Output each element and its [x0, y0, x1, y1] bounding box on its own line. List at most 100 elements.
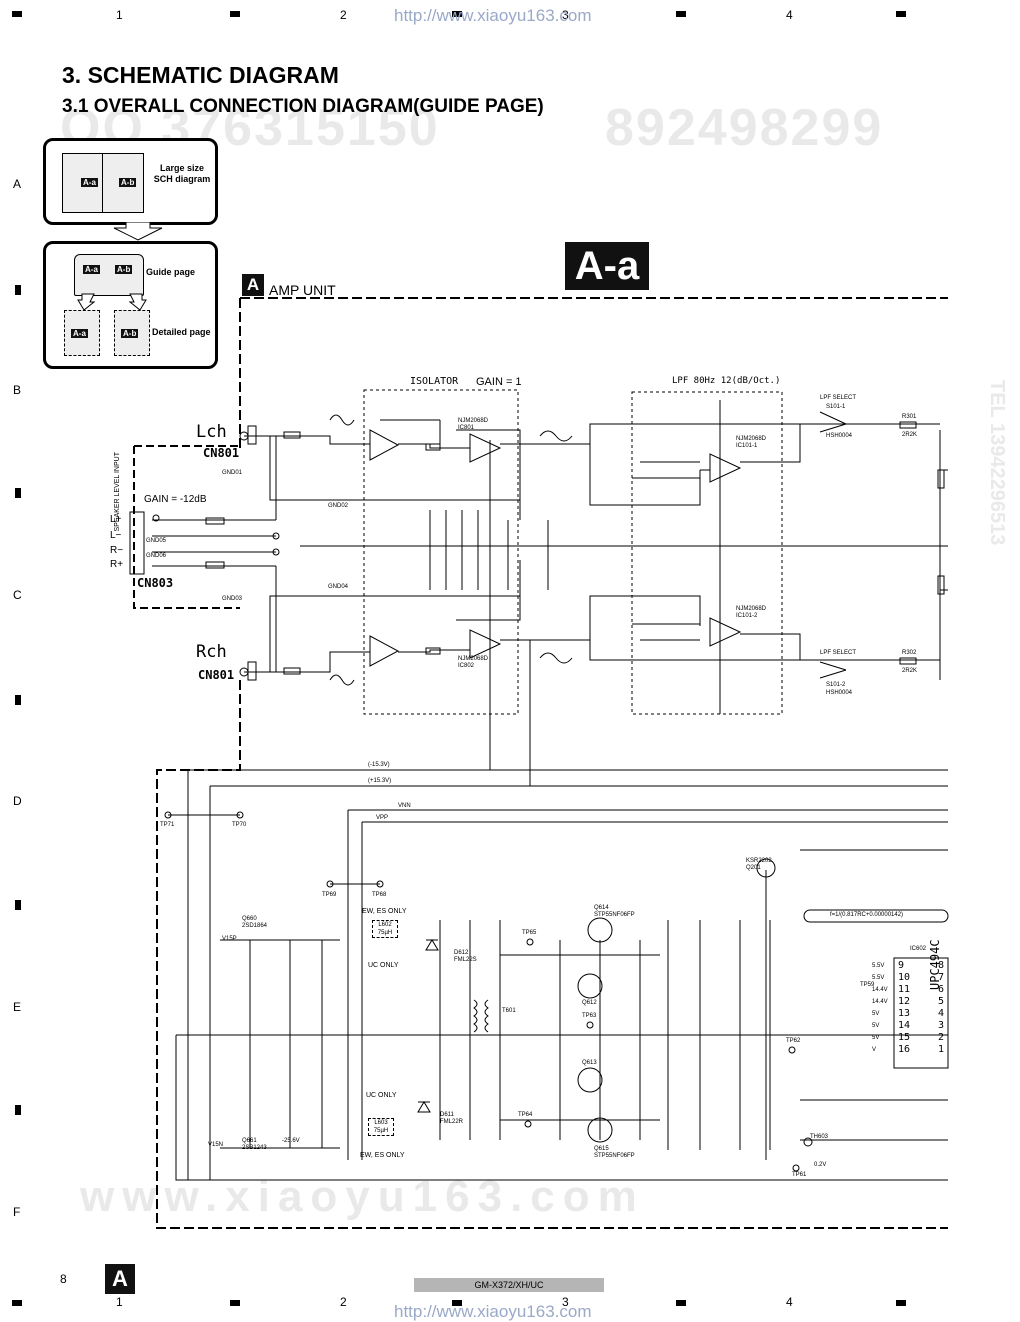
r301-label: R301 — [902, 414, 917, 420]
op-amp-ic802 — [469, 629, 502, 659]
lpf-r-resistors — [632, 623, 700, 641]
lpf-block — [631, 391, 783, 715]
rail-drops — [489, 440, 531, 786]
tp68-circle — [376, 880, 384, 888]
s101-1-label: S101-1 — [826, 404, 846, 410]
resistor-r805 — [425, 443, 441, 451]
v-25-6-label: -25.6V — [282, 1138, 300, 1144]
tp59-label: TP59 — [860, 982, 875, 988]
fold-line — [102, 154, 103, 212]
row-letter-e: E — [13, 1000, 22, 1014]
frame-marker — [12, 1300, 22, 1306]
lch-ground-line — [269, 436, 520, 501]
vnn-label: VNN — [398, 803, 411, 809]
frame-marker — [896, 1300, 906, 1306]
resistor-r832 — [205, 561, 225, 569]
th603-label: TH603 — [810, 1134, 829, 1140]
decoupling-caps — [429, 510, 549, 590]
op-amp-sra03 — [369, 635, 400, 667]
tp5-circle — [152, 514, 160, 522]
th-line — [800, 1099, 948, 1141]
lpf-r-input — [589, 595, 701, 660]
frame-marker — [452, 1300, 462, 1306]
cn801-l-body — [247, 425, 257, 445]
frame-marker — [676, 11, 686, 17]
gnd05-label: GND05 — [146, 538, 167, 544]
q660-label: Q660 2SD1864 — [242, 916, 268, 929]
ic602-label: IC602 — [910, 946, 927, 952]
page-a-icon: A-a — [64, 310, 100, 356]
supply-outline — [175, 1034, 948, 1181]
op-amp-sla04 — [369, 429, 400, 461]
frame-marker — [15, 488, 21, 498]
model-number: GM-X372/XH/UC — [414, 1278, 604, 1292]
column-number-4: 4 — [786, 1295, 793, 1309]
hsh-l-label: HSH0004 — [826, 433, 853, 439]
rch-ground-line — [269, 595, 520, 672]
pin-r-minus: R− — [110, 545, 124, 556]
pin-r-plus: R+ — [110, 559, 124, 570]
waveform-symbol — [329, 414, 355, 426]
tp61-circle — [792, 1164, 800, 1172]
frame-marker — [12, 11, 22, 17]
pin-number: 13 — [898, 1008, 911, 1019]
section-letter-badge: A — [242, 274, 264, 296]
pin-number: 10 — [898, 972, 911, 983]
lpf-label: LPF 80Hz 12(dB/Oct.) — [672, 376, 781, 386]
op-amp-ic101-2 — [709, 617, 742, 647]
ksr-label: KSR2202 Q201 — [746, 858, 772, 871]
pin-number: 6 — [938, 984, 945, 995]
tag-a-a: A-a — [81, 178, 98, 187]
resistor-r302 — [899, 657, 917, 665]
gnd01-label: GND01 — [222, 470, 243, 476]
pin-number: 3 — [938, 1020, 945, 1031]
waveform-symbol — [539, 652, 573, 664]
v15p-label: V15P — [222, 936, 237, 942]
freq-formula-box — [803, 909, 949, 923]
footer-section-letter: A — [105, 1264, 135, 1294]
pin-number: 14 — [898, 1020, 911, 1031]
pin-number: 12 — [898, 996, 911, 1007]
waveform-symbol — [329, 674, 355, 686]
ic101-1-label: NJM2068D IC101-1 — [736, 436, 767, 449]
frame-marker — [15, 1105, 21, 1115]
vpp-label: VPP — [376, 815, 389, 821]
frame-marker — [15, 285, 21, 295]
tag-a-b: A-b — [121, 329, 139, 338]
tp63-label: TP63 — [582, 1013, 597, 1019]
pin-voltage: V — [872, 1047, 877, 1053]
unit-border-bottom — [156, 680, 948, 1229]
page-number: 8 — [60, 1272, 67, 1286]
top-frame-bar: 1 2 3 4 http://www.xiaoyu163.com — [0, 0, 1020, 30]
cn801-r-label: CN801 — [198, 668, 235, 682]
bottom-frame-bar: 1 2 3 4 http://www.xiaoyu163.com — [0, 1290, 1020, 1321]
split-arrows-icon — [77, 293, 147, 311]
row-letter-d: D — [13, 794, 22, 808]
tp69-circle — [326, 880, 334, 888]
tag-a-a: A-a — [71, 329, 88, 338]
r301-value: 2R2K — [902, 432, 918, 438]
guide-detail-box: A-a A-b Guide page A-a A-b Detailed page — [43, 241, 218, 369]
ic602-pins-left: 9 10 11 12 13 14 15 16 — [898, 960, 912, 1056]
tag-a-b: A-b — [115, 265, 133, 274]
row-letter-f: F — [13, 1205, 21, 1219]
tp3-circle — [272, 532, 280, 540]
row-letter-a: A — [13, 177, 22, 191]
page-b-icon: A-b — [114, 310, 150, 356]
tp71-circle — [164, 811, 172, 819]
row-letter-b: B — [13, 383, 22, 397]
vr-chain — [939, 430, 948, 680]
isolator-block — [363, 389, 519, 715]
pin-voltage: 5.5V — [872, 963, 885, 969]
neg-rail-label: (-15.3V) — [368, 762, 390, 768]
pin-number: 9 — [898, 960, 905, 971]
neg-rail-line — [187, 769, 948, 1180]
tp70-label: TP70 — [232, 822, 247, 828]
switch-s101-2 — [819, 661, 847, 679]
down-arrow-icon — [113, 222, 163, 241]
ic602-pin-voltages: 5.5V 5.5V 14.4V 14.4V 5V 5V 5V V — [872, 960, 894, 1056]
ew-es-only-top-label: EW, ES ONLY — [362, 908, 407, 915]
tp63-circle — [586, 1021, 594, 1029]
tag-a-a: A-a — [83, 265, 100, 274]
resistor-vr301-1 — [937, 469, 945, 489]
